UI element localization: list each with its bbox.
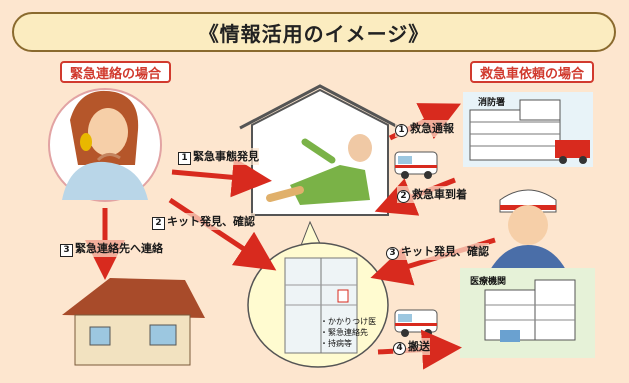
step-left-3-text: 緊急連絡先へ連絡: [75, 242, 163, 255]
ambulance-top-illustration: [394, 151, 438, 179]
step-right-4-number: 4: [393, 342, 406, 355]
step-right-1-text: 救急通報: [410, 122, 454, 135]
page-title: 《情報活用のイメージ》: [12, 12, 616, 52]
kit-item: 緊急連絡先: [320, 327, 376, 338]
paramedic-illustration: [490, 189, 566, 270]
hospital-illustration: [460, 268, 595, 358]
step-right-2-text: 救急車到着: [412, 188, 467, 201]
step-right-1-number: 1: [395, 124, 408, 137]
step-right-3-number: 3: [386, 247, 399, 260]
emergency-contact-label: 緊急連絡の場合: [60, 61, 172, 83]
step-right-2-number: 2: [397, 190, 410, 203]
fire-station-label: 消防署: [478, 98, 506, 108]
kit-contents-list: かかりつけ医 緊急連絡先 持病等: [320, 316, 376, 349]
step-left-2-text: キット発見、確認: [167, 215, 255, 228]
step-right-3-text: キット発見、確認: [401, 245, 489, 258]
kit-item: 持病等: [320, 338, 376, 349]
arrow-step-left-2: [168, 197, 277, 271]
medical-institution-label: 医療機関: [470, 277, 507, 287]
ambulance-bottom-illustration: [394, 309, 438, 337]
arrow-step-left-1: [171, 157, 272, 198]
family-house-illustration: [62, 278, 205, 366]
step-left-1-text: 緊急事態発見: [193, 150, 259, 163]
step-right-4-text: 搬送: [408, 340, 430, 353]
caller-woman-illustration: [48, 88, 162, 202]
kit-item: かかりつけ医: [320, 316, 376, 327]
ambulance-request-label: 救急車依頼の場合: [470, 61, 595, 83]
center-house-illustration: [239, 84, 401, 216]
step-left-1-number: 1: [178, 152, 191, 165]
fire-station-illustration: [463, 92, 593, 167]
step-left-2-number: 2: [152, 217, 165, 230]
step-left-3-number: 3: [60, 244, 73, 257]
